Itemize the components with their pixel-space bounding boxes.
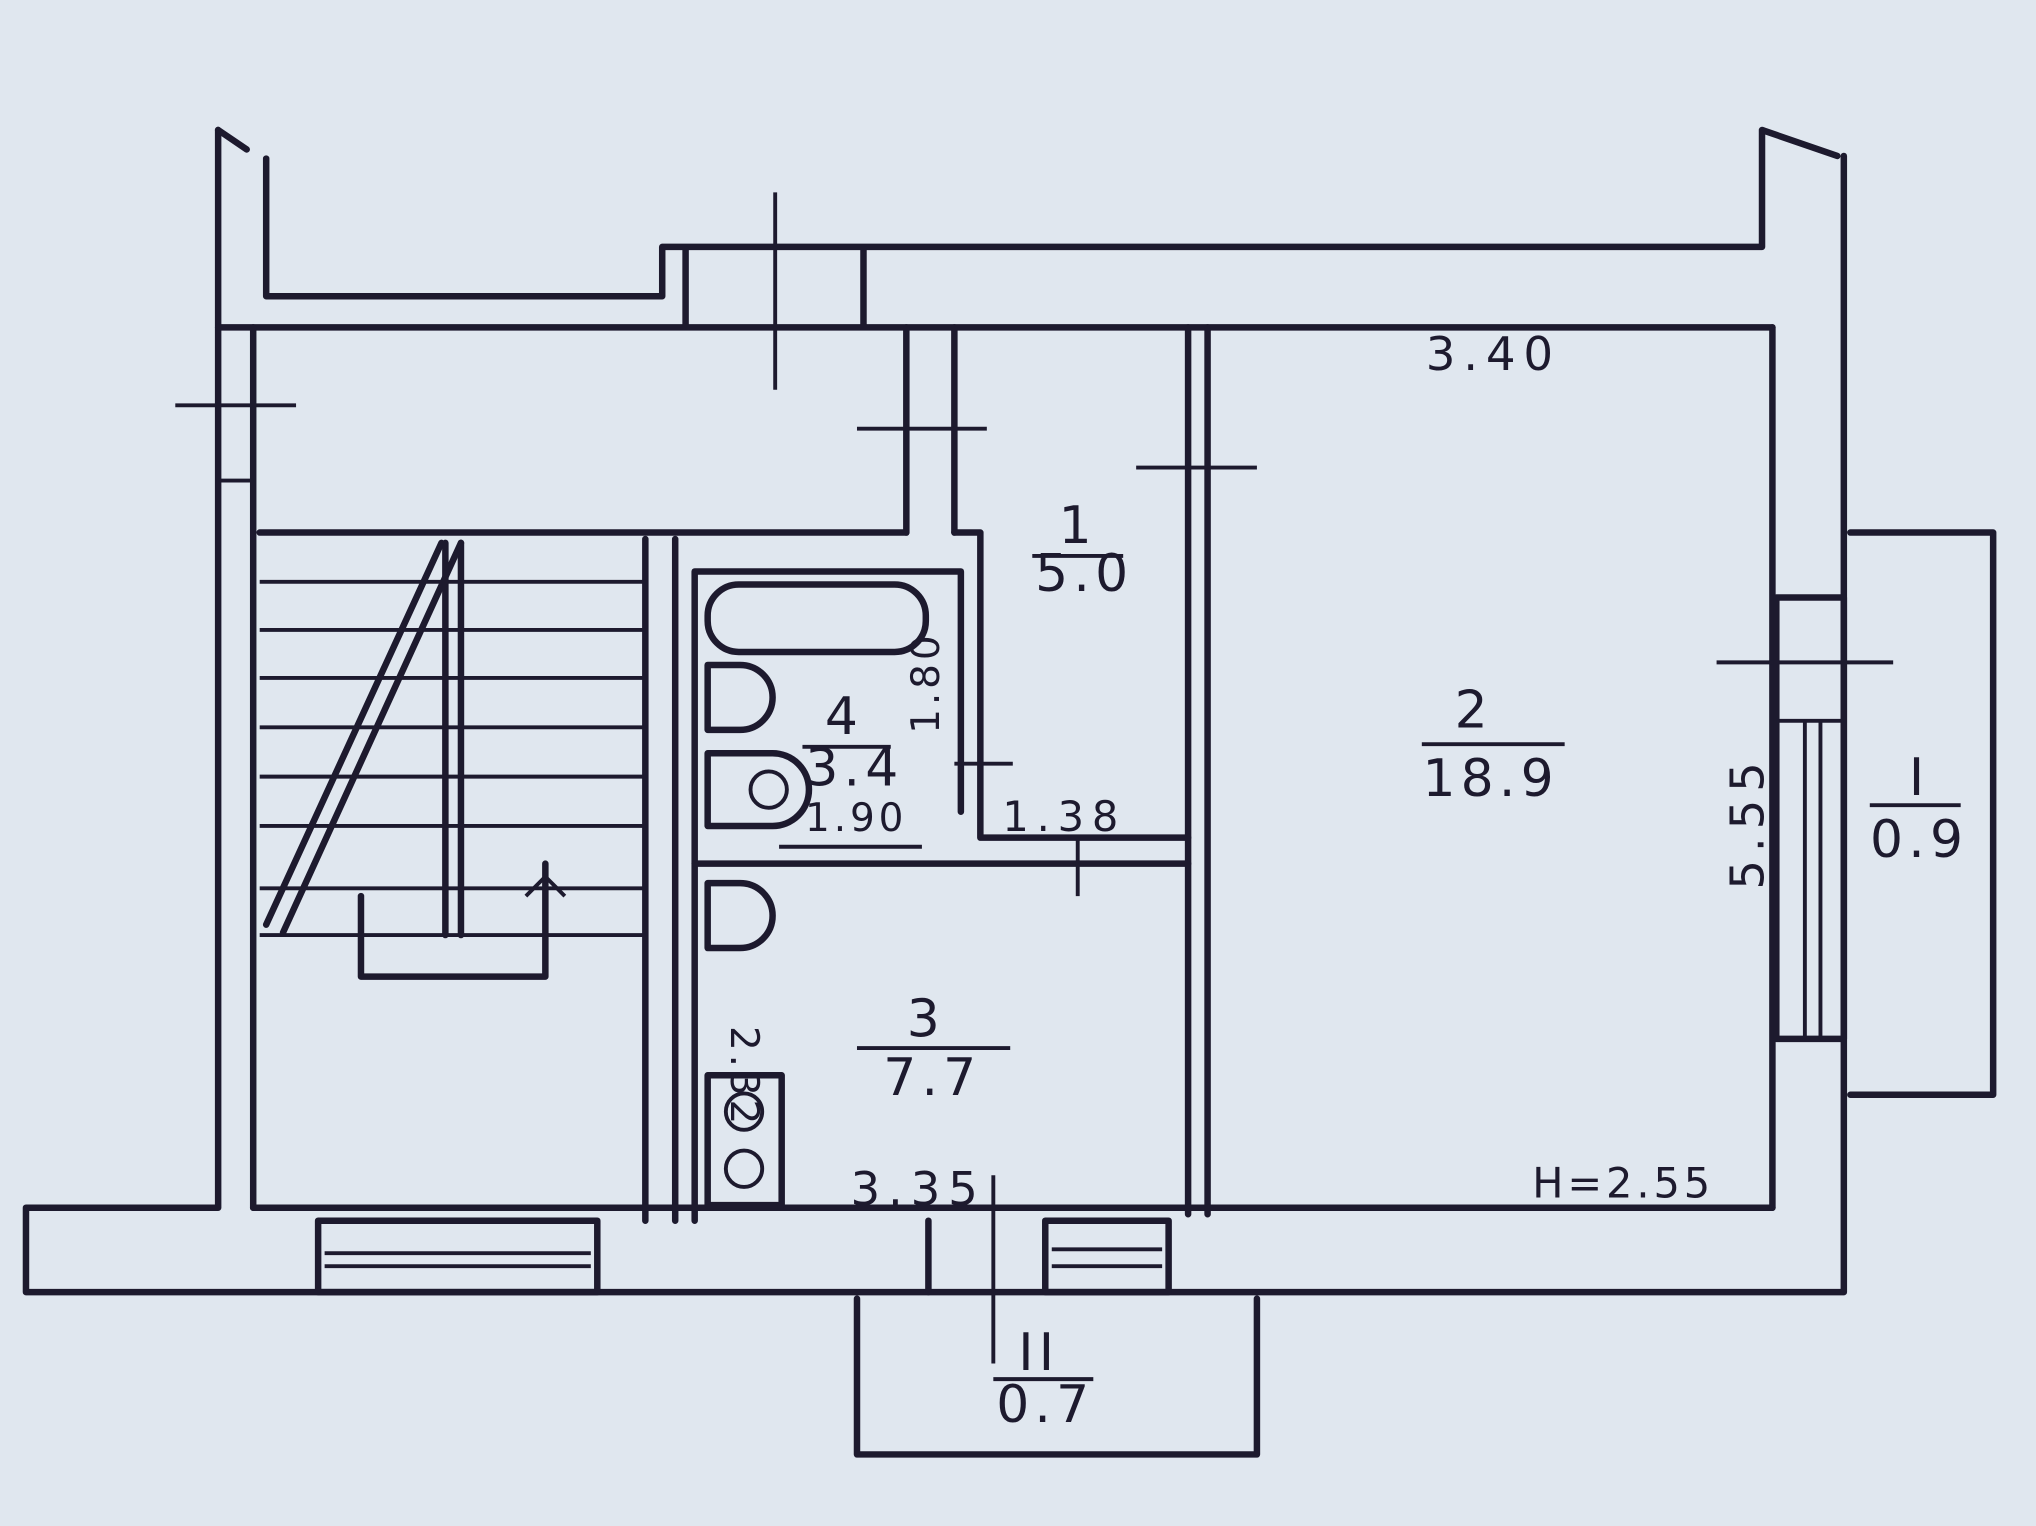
balcony-i-area: 0.9 [1870, 810, 1968, 870]
balcony-ii-number: II [1018, 1323, 1059, 1383]
balcony-ii-area: 0.7 [996, 1375, 1094, 1435]
room-4-area: 3.4 [805, 739, 903, 799]
bathtub-icon [704, 581, 930, 656]
dimension-labels: 3.40 5.55 1.80 1.90 1.38 2.32 3.35 H=2.5… [721, 328, 1775, 1217]
dim-bath-height: 1.80 [904, 632, 949, 734]
room-1-area: 5.0 [1035, 544, 1133, 604]
balcony-ii [853, 1295, 1261, 1458]
toilet-icon [704, 750, 813, 830]
balcony-i-number: I [1909, 748, 1930, 808]
kitchen-sink-icon [704, 879, 776, 952]
room-3-number: 3 [907, 989, 945, 1049]
ceiling-height: H=2.55 [1532, 1158, 1714, 1207]
staircase [259, 539, 646, 980]
room-2-number: 2 [1455, 680, 1493, 740]
room-3-area: 7.7 [883, 1048, 981, 1108]
stove-icon [704, 1072, 785, 1209]
fixtures [704, 581, 930, 1209]
dim-kitchen-side: 2.32 [721, 1026, 766, 1128]
dim-bath-width: 1.90 [805, 796, 907, 841]
dim-top-room2: 3.40 [1426, 328, 1561, 382]
sink-icon [704, 661, 776, 734]
dim-kitchen-bottom: 3.35 [850, 1163, 985, 1217]
room-2-area: 18.9 [1422, 749, 1558, 809]
room-1-number: 1 [1059, 496, 1097, 556]
balcony-i [1847, 529, 1997, 1099]
walls [22, 126, 1894, 1296]
windows-and-balconies [314, 529, 1997, 1458]
dim-side-room2: 5.55 [1721, 754, 1775, 889]
room-labels: 1 5.0 2 18.9 3 7.7 4 3.4 I 0.9 II 0.7 [802, 496, 1968, 1435]
room-4-number: 4 [825, 687, 863, 747]
dim-corridor: 1.38 [1002, 792, 1126, 841]
